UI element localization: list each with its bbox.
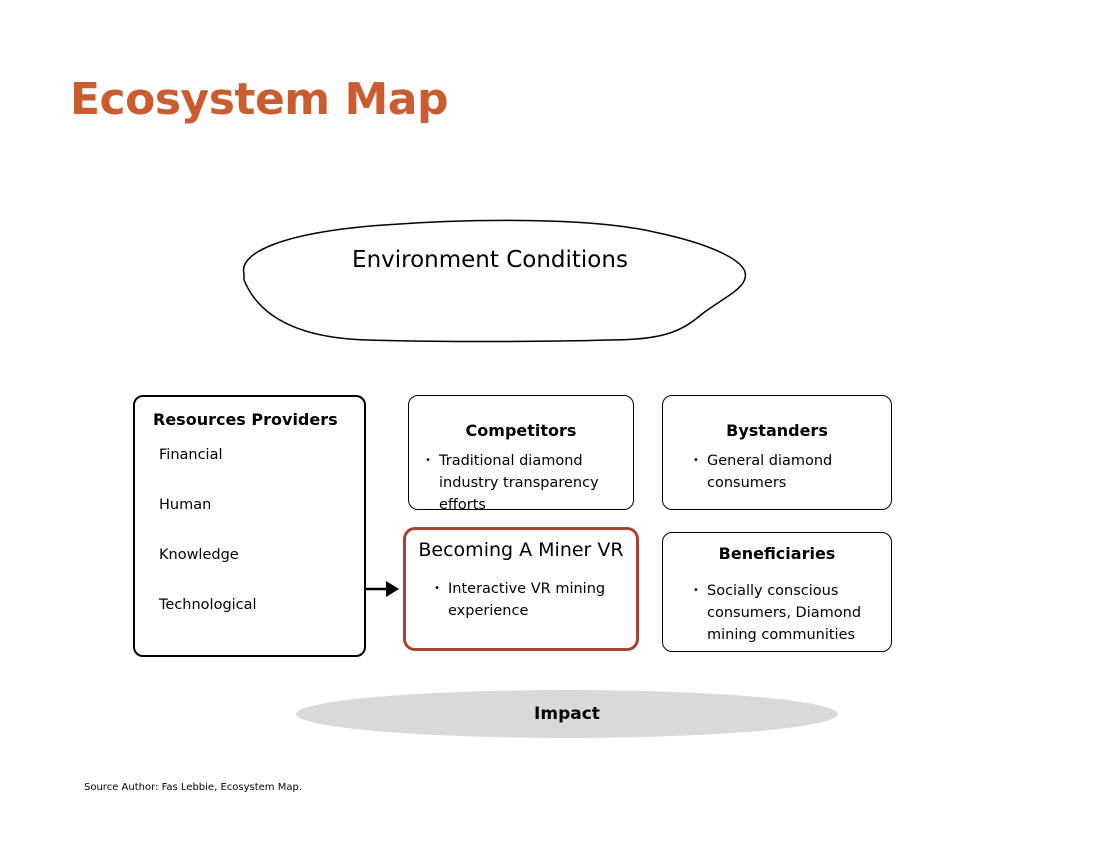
environment-conditions-title: Environment Conditions xyxy=(352,247,628,273)
focus-item: Interactive VR mining experience xyxy=(426,578,618,622)
page-title: Ecosystem Map xyxy=(70,74,448,125)
focus-box-becoming-a-miner-vr: Becoming A Miner VR Interactive VR minin… xyxy=(403,527,639,651)
competitors-list: Traditional diamond industry transparenc… xyxy=(409,442,633,516)
beneficiaries-item: Socially conscious consumers, Diamond mi… xyxy=(685,580,867,646)
bystanders-title: Bystanders xyxy=(726,421,828,440)
resource-item-knowledge: Knowledge xyxy=(159,547,239,563)
beneficiaries-title: Beneficiaries xyxy=(718,544,836,563)
resource-item-financial: Financial xyxy=(159,447,223,463)
arrow-right-icon xyxy=(364,581,399,597)
focus-title: Becoming A Miner VR xyxy=(418,539,624,561)
resource-item-technological: Technological xyxy=(159,597,257,613)
bystanders-list: General diamond consumers xyxy=(663,442,891,494)
bystanders-box: Bystanders General diamond consumers xyxy=(662,395,892,510)
competitors-title: Competitors xyxy=(465,421,577,440)
resources-providers-box: Resources Providers Financial Human Know… xyxy=(133,395,366,657)
beneficiaries-box: Beneficiaries Socially conscious consume… xyxy=(662,532,892,652)
beneficiaries-list: Socially conscious consumers, Diamond mi… xyxy=(663,565,891,646)
source-caption: Source Author: Fas Lebbie, Ecosystem Map… xyxy=(84,782,302,793)
impact-label: Impact xyxy=(534,704,600,724)
environment-cloud-shape xyxy=(242,219,747,343)
bystanders-item: General diamond consumers xyxy=(685,450,857,494)
competitors-box: Competitors Traditional diamond industry… xyxy=(408,395,634,513)
resource-item-human: Human xyxy=(159,497,212,513)
resources-providers-title: Resources Providers xyxy=(153,410,338,429)
focus-list: Interactive VR mining experience xyxy=(406,564,636,622)
competitors-item: Traditional diamond industry transparenc… xyxy=(417,450,633,516)
impact-ellipse xyxy=(296,690,838,738)
